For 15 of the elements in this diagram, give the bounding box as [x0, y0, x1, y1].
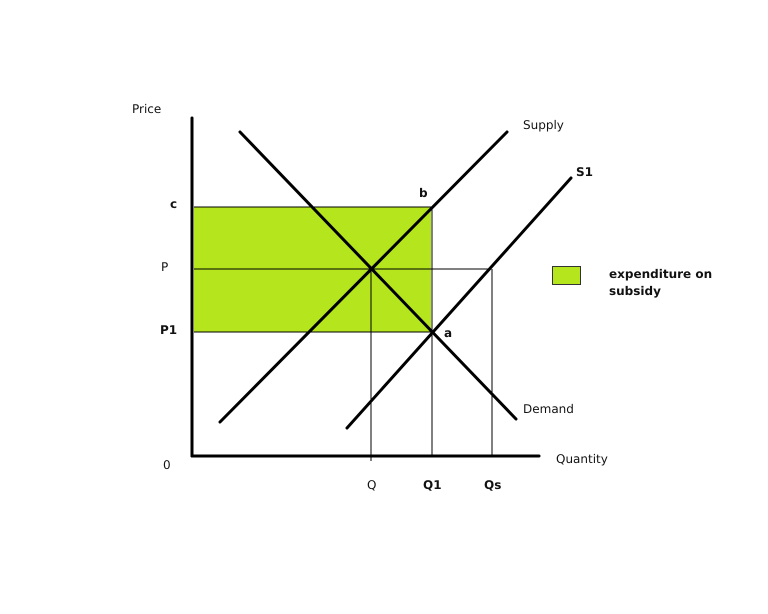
axis-label: 0: [163, 459, 171, 471]
axis-label: c: [170, 198, 178, 210]
axis-label: b: [419, 187, 428, 199]
legend-text: expenditure on subsidy: [609, 266, 714, 300]
axis-label: Price: [132, 103, 162, 115]
axis-label: Quantity: [556, 453, 608, 465]
axis-label: S1: [576, 166, 593, 178]
axis-label: P: [161, 261, 168, 273]
axis-label: Qs: [484, 479, 502, 491]
axis-label: Q1: [423, 479, 442, 491]
axis-label: a: [444, 327, 452, 339]
axis-label: P1: [160, 324, 178, 336]
axis-label: Q: [367, 479, 376, 491]
axis-label: Supply: [523, 119, 564, 131]
axis-label: Demand: [523, 403, 574, 415]
